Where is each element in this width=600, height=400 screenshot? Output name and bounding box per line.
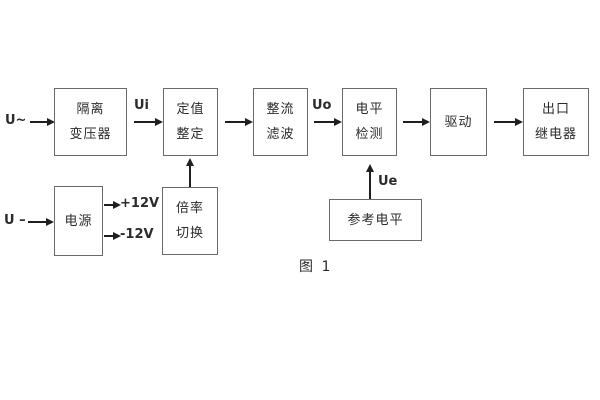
label-uo: Uo	[312, 98, 332, 113]
block-label: 整定	[176, 127, 205, 142]
label-u-dc: U –	[4, 213, 26, 228]
figure-caption: 图 1	[299, 259, 333, 275]
block-output-relay: 出口 继电器	[523, 88, 589, 156]
block-label: 参考电平	[347, 212, 404, 228]
arrow-power-to-plus12v	[104, 201, 121, 209]
block-label: 隔离	[76, 102, 105, 117]
arrow-driver-to-relay	[494, 118, 523, 126]
block-label: 电源	[64, 213, 93, 229]
arrow-uac-to-isolation	[30, 118, 55, 126]
label-plus-12v: +12V	[120, 196, 160, 211]
label-u-ac: U~	[5, 113, 27, 128]
block-label: 变压器	[69, 127, 112, 142]
block-level-detect: 电平 检测	[342, 88, 397, 156]
arrow-setting-to-rectifier	[225, 118, 253, 126]
block-label: 切换	[175, 226, 204, 241]
block-setting-adjust: 定值 整定	[163, 88, 218, 156]
block-label: 滤波	[266, 127, 295, 142]
arrow-rectifier-to-level	[314, 118, 342, 126]
label-ui: Ui	[134, 98, 150, 113]
block-label: 出口	[541, 102, 570, 117]
block-label: 驱动	[444, 114, 473, 130]
label-minus-12v: -12V	[120, 227, 154, 242]
block-label: 电平	[355, 102, 384, 117]
block-reference-level: 参考电平	[329, 199, 422, 241]
block-label: 倍率	[175, 201, 204, 216]
block-label: 整流	[266, 102, 295, 117]
block-power-supply: 电源	[54, 186, 103, 256]
block-label: 继电器	[534, 127, 577, 142]
arrow-power-to-minus12v	[104, 232, 121, 240]
block-isolation-transformer: 隔离 变压器	[54, 88, 127, 156]
block-driver: 驱动	[430, 88, 487, 156]
block-rectifier-filter: 整流 滤波	[253, 88, 308, 156]
arrow-level-to-driver	[403, 118, 430, 126]
arrow-udc-to-power	[28, 218, 54, 226]
arrow-isolation-to-setting	[134, 118, 163, 126]
block-label: 检测	[355, 127, 384, 142]
arrow-reference-to-level	[366, 164, 374, 199]
block-ratio-switch: 倍率 切换	[162, 187, 218, 255]
label-ue: Ue	[378, 174, 398, 189]
arrow-ratio-to-setting	[186, 158, 194, 187]
block-label: 定值	[176, 102, 205, 117]
